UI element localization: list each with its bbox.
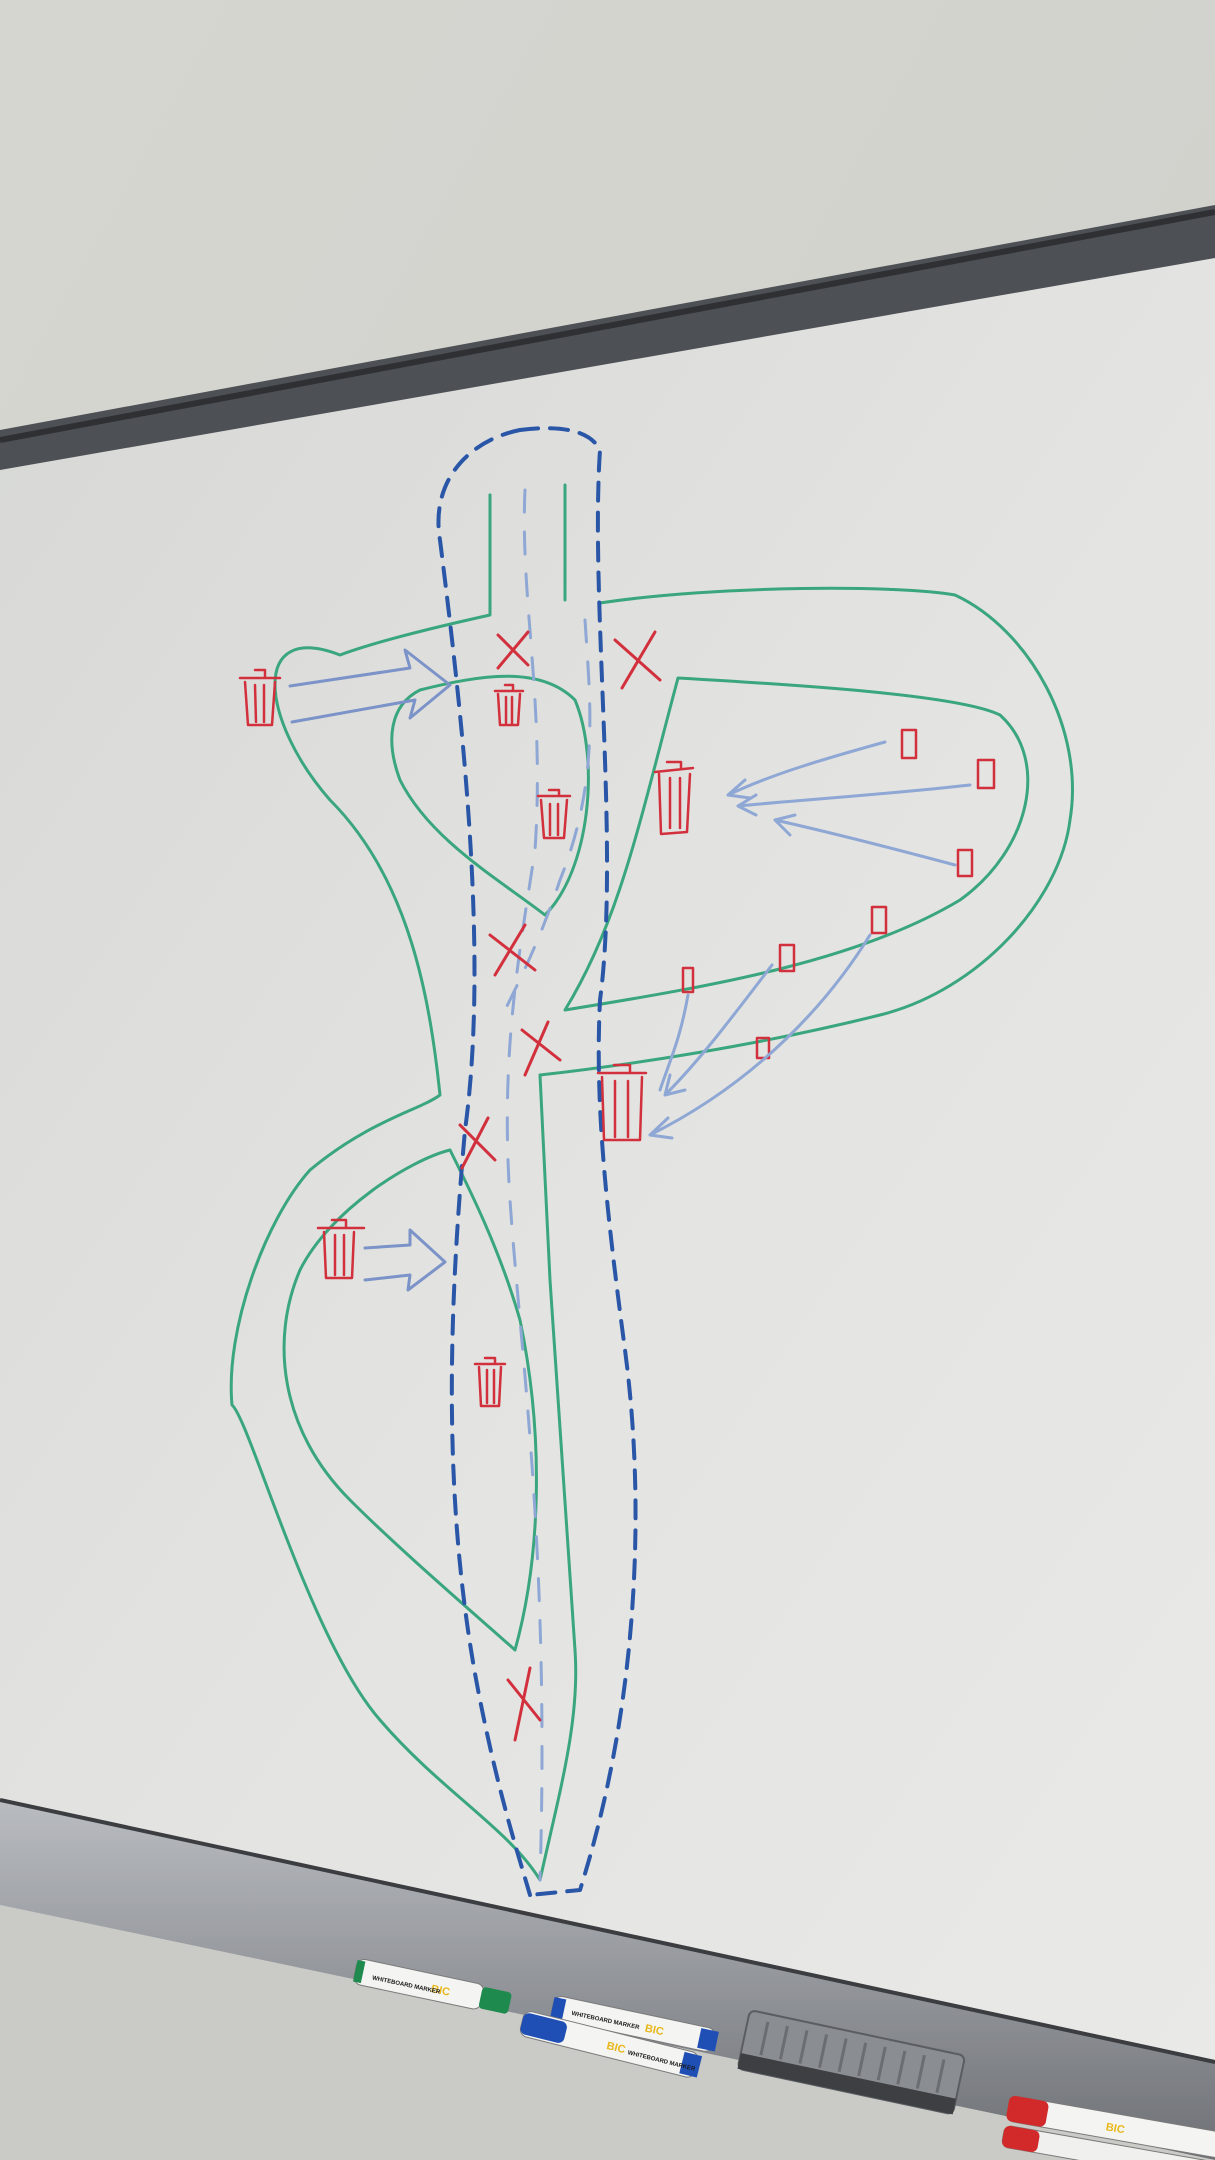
arrow <box>663 963 774 1097</box>
green-inner-lobe-upper <box>390 674 590 917</box>
board-frame-top-edge <box>0 209 1215 443</box>
red-marker: BIC <box>1006 2095 1215 2159</box>
x-mark-5 <box>458 1116 497 1170</box>
trash-bin-icon <box>316 1218 366 1280</box>
blue-marker: BIC WHITEBOARD MARKER <box>519 2011 703 2078</box>
green-inner-lobe-lower <box>282 1148 538 1652</box>
box <box>870 905 888 935</box>
arrow <box>773 813 957 867</box>
x-mark-1 <box>496 630 530 670</box>
block-arrows <box>288 648 452 1292</box>
tray-edge <box>0 1798 1215 2064</box>
arrow <box>736 783 972 817</box>
red-marker-2 <box>1001 2125 1215 2160</box>
x-mark-6 <box>506 1666 542 1742</box>
red-x-marks <box>458 630 662 1742</box>
marker-brand: BIC <box>1105 2121 1126 2136</box>
whiteboard-surface <box>0 258 1215 2060</box>
block-arrow <box>288 648 452 724</box>
x-mark-3 <box>488 923 537 977</box>
road-left-edge <box>436 428 532 1897</box>
tray-items: BIC WHITEBOARD MARKER BIC WHITEBOARD MAR… <box>353 1958 1215 2160</box>
trash-bin-icon <box>473 1356 507 1408</box>
arrow <box>726 740 887 800</box>
green-marker: BIC WHITEBOARD MARKER <box>353 1958 512 2014</box>
trash-bin-icon <box>238 668 282 727</box>
marker-brand: BIC <box>605 2040 626 2056</box>
road-centre-dashes <box>505 488 544 1882</box>
x-mark-2 <box>613 630 662 690</box>
x-mark-4 <box>520 1020 562 1077</box>
trash-bin-icon <box>536 788 572 840</box>
trash-bin-icon <box>493 683 525 727</box>
trash-bin-icon <box>596 1063 648 1142</box>
road-right-edge <box>518 426 638 1897</box>
block-arrow <box>363 1228 447 1292</box>
box <box>976 758 996 790</box>
green-inner-lobe-right <box>563 676 1030 1012</box>
red-small-boxes <box>681 728 996 1060</box>
whiteboard-eraser <box>737 2010 966 2115</box>
trash-bin-icon <box>653 760 695 836</box>
green-outer-zone <box>229 493 1074 1882</box>
marker-brand: BIC <box>644 2023 665 2039</box>
whiteboard-drawing <box>229 426 1074 1897</box>
box <box>778 943 796 973</box>
trash-bins <box>238 668 695 1408</box>
marker-brand: BIC <box>430 1983 451 1999</box>
collection-arrows <box>648 740 972 1140</box>
box <box>900 728 918 760</box>
box <box>681 966 695 994</box>
arrow <box>658 993 690 1092</box>
arrow <box>648 933 872 1140</box>
box <box>956 848 974 878</box>
